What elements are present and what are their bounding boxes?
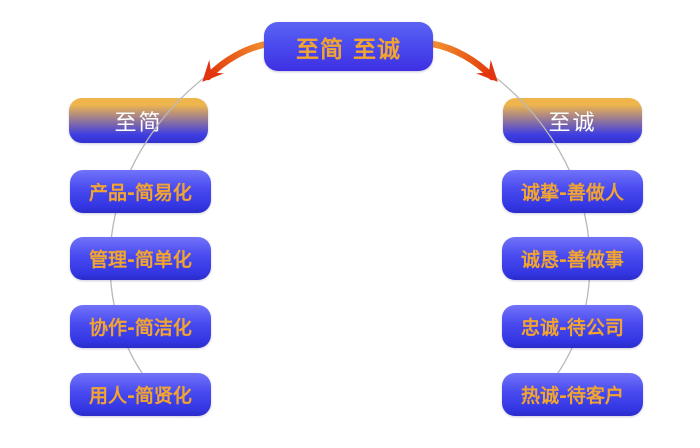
left-item-label: 协作-简洁化 — [89, 317, 192, 339]
root-label: 至简 至诚 — [295, 36, 401, 63]
left-item-product: 产品-简易化 — [70, 170, 211, 213]
left-item-label: 管理-简单化 — [89, 249, 192, 271]
left-item-collaboration: 协作-简洁化 — [70, 305, 211, 348]
right-item-label: 诚挚-善做人 — [521, 182, 624, 204]
left-item-label: 用人-简贤化 — [89, 385, 192, 407]
left-item-management: 管理-简单化 — [70, 237, 211, 280]
right-item-label: 诚恳-善做事 — [521, 249, 624, 271]
left-item-label: 产品-简易化 — [89, 182, 192, 204]
right-item-sincere-person: 诚挚-善做人 — [502, 170, 643, 213]
left-header-node: 至简 — [69, 98, 208, 143]
right-header-label: 至诚 — [548, 110, 597, 136]
right-arrow — [429, 40, 498, 82]
right-item-sincere-work: 诚恳-善做事 — [502, 237, 643, 280]
right-item-loyal-company: 忠诚-待公司 — [502, 305, 643, 348]
right-item-label: 热诚-待客户 — [521, 385, 624, 407]
left-arrow — [202, 40, 271, 82]
left-header-label: 至简 — [114, 110, 163, 136]
root-node: 至简 至诚 — [264, 22, 433, 71]
left-item-people: 用人-简贤化 — [70, 373, 211, 416]
right-item-warm-customer: 热诚-待客户 — [502, 373, 643, 416]
right-header-node: 至诚 — [503, 98, 642, 143]
right-item-label: 忠诚-待公司 — [521, 317, 624, 339]
